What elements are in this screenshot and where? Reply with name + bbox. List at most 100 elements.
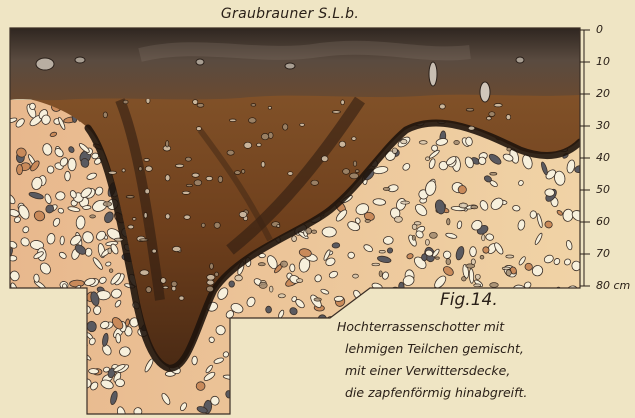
pebble [72, 377, 85, 387]
embedded-pebble [165, 175, 170, 181]
embedded-pebble [235, 275, 243, 281]
embedded-pebble [474, 284, 481, 287]
pebble [309, 384, 323, 398]
scale-tick-label: 50 [596, 184, 610, 195]
pebble [49, 370, 61, 382]
pebble [335, 405, 344, 413]
pebble [565, 298, 578, 312]
pebble [318, 393, 328, 401]
embedded-pebble [244, 142, 252, 148]
embedded-pebble [257, 143, 262, 146]
embedded-pebble [379, 271, 382, 277]
pebble [332, 243, 340, 249]
embedded-pebble [447, 219, 450, 225]
embedded-pebble [507, 147, 511, 151]
pebble [334, 296, 344, 302]
pebble [16, 372, 20, 382]
pebble [448, 399, 460, 411]
pebble [330, 348, 339, 354]
pebble [322, 227, 336, 237]
embedded-pebble [182, 191, 190, 194]
pebble [37, 338, 48, 350]
pebble [251, 350, 264, 362]
pebble [511, 325, 522, 337]
embedded-pebble [152, 249, 156, 253]
pebble [570, 316, 577, 328]
embedded-pebble [471, 259, 475, 265]
pebble [317, 315, 327, 327]
pebble [549, 353, 559, 363]
pebble [538, 350, 552, 359]
embedded-pebble [103, 202, 112, 207]
pebble [275, 350, 289, 364]
pebble [323, 341, 333, 349]
pebble [289, 388, 299, 400]
embedded-pebble [184, 215, 190, 219]
embedded-pebble [139, 167, 142, 171]
embedded-pebble [278, 294, 285, 298]
embedded-pebble [430, 232, 438, 238]
pebble [7, 396, 16, 403]
embedded-pebble [103, 112, 107, 118]
pebble [410, 406, 421, 414]
embedded-pebble [281, 261, 288, 267]
pebble [115, 379, 125, 387]
scale-tick-label: 10 [596, 56, 610, 67]
pebble [565, 329, 580, 339]
pebble [411, 292, 425, 306]
pebble [544, 378, 555, 389]
embedded-pebble [114, 238, 123, 241]
embedded-pebble [145, 166, 152, 171]
pebble [264, 386, 272, 393]
pebble [268, 368, 276, 376]
embedded-pebble [108, 248, 112, 254]
pebble [327, 400, 342, 411]
pebble [307, 331, 320, 344]
pebble [251, 403, 266, 410]
embedded-pebble [258, 263, 265, 266]
embedded-pebble [126, 196, 134, 199]
embedded-pebble [268, 106, 271, 109]
embedded-pebble [489, 112, 495, 117]
pebble [289, 367, 303, 375]
embedded-pebble [283, 124, 288, 130]
pebble [115, 333, 121, 343]
pebble [331, 383, 338, 390]
embedded-pebble [435, 257, 439, 259]
embedded-pebble [506, 255, 514, 258]
embedded-pebble [194, 180, 202, 186]
pebble [73, 368, 88, 378]
pebble [24, 326, 34, 336]
embedded-pebble [475, 274, 480, 279]
embedded-pebble [186, 184, 192, 186]
embedded-pebble [140, 270, 149, 275]
pebble [475, 403, 485, 415]
embedded-pebble [355, 170, 359, 173]
embedded-pebble [108, 171, 116, 174]
embedded-pebble [350, 173, 359, 179]
pebble [300, 317, 314, 331]
pebble [414, 297, 423, 305]
pebble [13, 341, 26, 354]
embedded-pebble [146, 287, 152, 293]
pebble [7, 364, 21, 378]
embedded-pebble [321, 156, 328, 162]
pebble [68, 158, 76, 171]
embedded-pebble [332, 111, 340, 114]
embedded-pebble [206, 286, 213, 292]
pebble [557, 330, 565, 346]
pebble [51, 380, 58, 385]
pebble [36, 366, 51, 382]
embedded-pebble [161, 278, 166, 284]
figure-number: Fig.14. [440, 290, 498, 310]
embedded-pebble [144, 159, 149, 162]
embedded-pebble [261, 162, 265, 168]
embedded-pebble [372, 263, 380, 266]
pebble [569, 388, 582, 401]
pebble [73, 320, 85, 335]
embedded-pebble [506, 115, 511, 120]
embedded-pebble [140, 239, 149, 241]
pebble [234, 342, 245, 355]
pebble [301, 346, 316, 362]
